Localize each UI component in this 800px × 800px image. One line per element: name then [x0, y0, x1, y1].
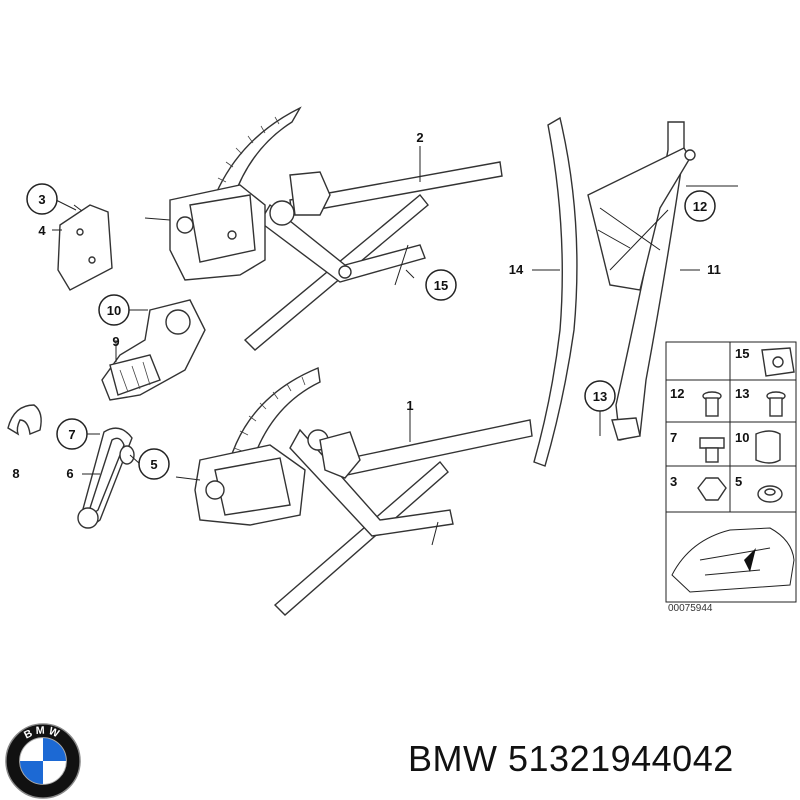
catalog-code: 00075944	[668, 603, 713, 614]
bracket-part	[57, 204, 113, 291]
strap-assembly	[7, 404, 135, 529]
callout-7: 7	[68, 427, 75, 442]
legend-label-13: 13	[735, 386, 749, 401]
legend-label-5: 5	[735, 474, 742, 489]
legend-label-12: 12	[670, 386, 684, 401]
callout-15: 15	[434, 278, 448, 293]
window-motor	[101, 299, 206, 401]
car-silhouette-icon: 00075944	[665, 511, 797, 614]
callout-13: 13	[593, 389, 607, 404]
legend-label-7: 7	[670, 430, 677, 445]
regulator-lower	[175, 367, 533, 616]
callout-3: 3	[38, 192, 45, 207]
callout-14: 14	[509, 262, 524, 277]
callout-8: 8	[12, 466, 19, 481]
part-title: BMW 51321944042	[408, 738, 734, 780]
callout-12: 12	[693, 199, 707, 214]
brand-name: BMW	[408, 738, 498, 779]
callout-6: 6	[66, 466, 73, 481]
bmw-logo: BMW	[5, 723, 81, 799]
callout-5: 5	[150, 457, 157, 472]
small-parts-legend: 15 12 13 7 10 3 5	[665, 341, 797, 513]
legend-label-15: 15	[735, 346, 749, 361]
legend-label-3: 3	[670, 474, 677, 489]
callout-9: 9	[112, 334, 119, 349]
callout-4: 4	[38, 223, 46, 238]
callouts: 2 1 3 4 10 9 7 5 8 6 15 14 11 12 13	[12, 130, 720, 481]
callout-1: 1	[406, 398, 413, 413]
window-frame-panel	[587, 121, 696, 441]
regulator-upper	[144, 106, 503, 351]
legend-label-10: 10	[735, 430, 749, 445]
callout-10: 10	[107, 303, 121, 318]
callout-11: 11	[707, 262, 721, 277]
guide-rail	[533, 116, 578, 467]
bmw-logo-text: BMW	[22, 724, 63, 741]
callout-2: 2	[416, 130, 423, 145]
part-number: 51321944042	[508, 738, 734, 779]
